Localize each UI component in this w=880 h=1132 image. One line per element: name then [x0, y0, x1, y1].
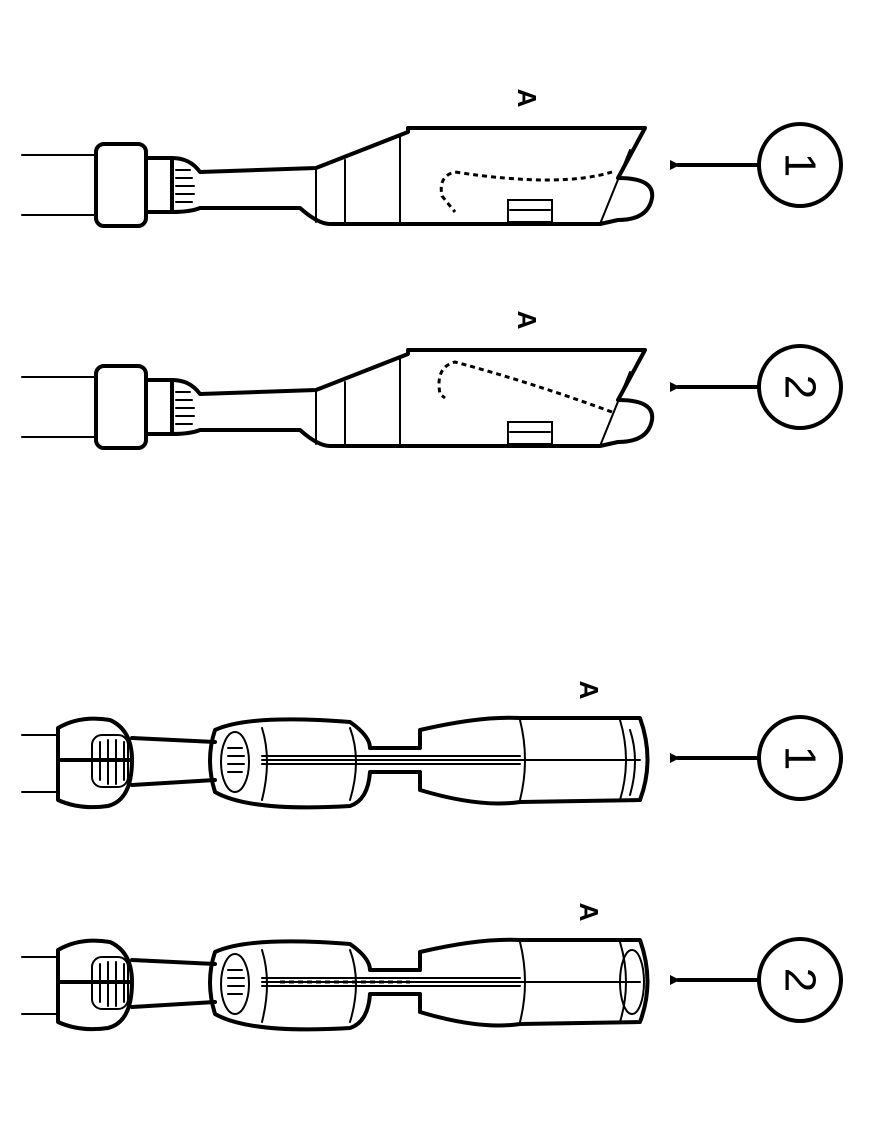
label-a: A [512, 89, 542, 108]
round-terminal-2: A 2 [20, 903, 841, 1032]
callout-number: 1 [776, 153, 825, 177]
flat-terminal-2: A 2 [20, 311, 841, 450]
callout-1: 1 [678, 717, 841, 799]
label-a: A [512, 311, 542, 330]
callout-1: 1 [678, 124, 841, 206]
callout-number: 2 [776, 375, 825, 399]
label-a: A [574, 681, 604, 700]
callout-number: 1 [776, 746, 825, 770]
round-terminal-1: A 1 [20, 681, 841, 810]
callout-2: 2 [678, 346, 841, 428]
callout-number: 2 [776, 968, 825, 992]
label-a: A [574, 903, 604, 922]
flat-terminal-1: A 1 [20, 89, 841, 228]
callout-2: 2 [678, 939, 841, 1021]
